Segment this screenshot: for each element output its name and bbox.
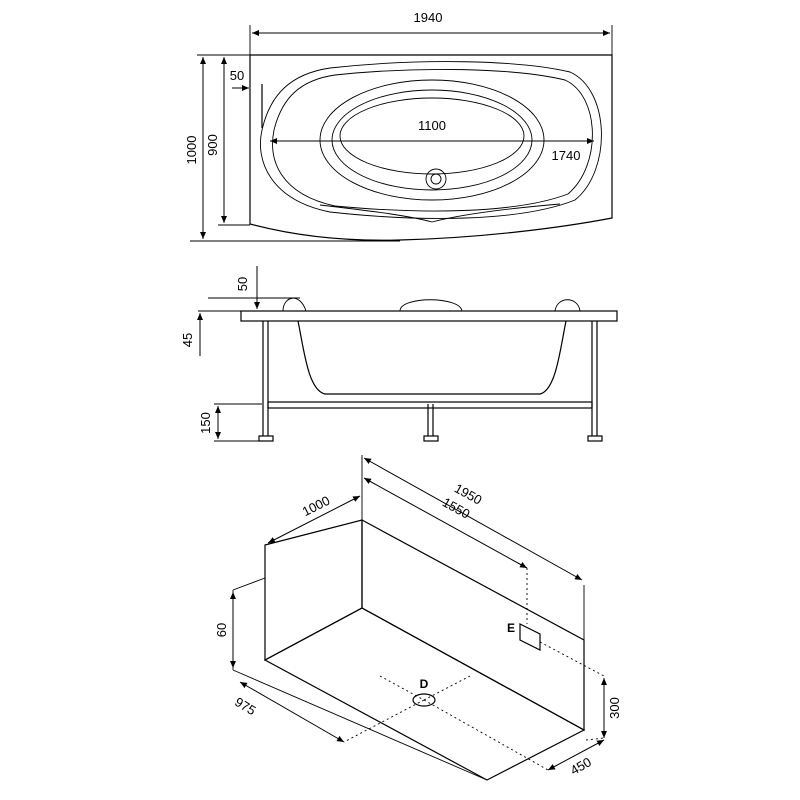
floor [263, 607, 586, 781]
rim-outer-contour [259, 61, 602, 219]
dim-inner-width: 900 [205, 134, 220, 156]
foot-center [423, 435, 439, 442]
electric-box-icon [519, 623, 541, 651]
label-electric: E [507, 621, 515, 635]
dim-rim-thickness: 50 [235, 277, 250, 291]
rim-plate [240, 310, 618, 322]
headrest-middle [399, 299, 463, 312]
tub-outline-top [249, 54, 613, 241]
dim-inner-length-short: 1100 [418, 118, 446, 133]
guide-dotted [585, 737, 605, 741]
headrest-left [282, 297, 307, 312]
left-wall [264, 519, 363, 662]
dim-total-length: 1940 [414, 10, 443, 25]
dim-line-975 [239, 681, 345, 743]
rim-inner-contour [272, 68, 593, 212]
dim-wall-height: 60 [214, 623, 229, 637]
basin-mid [331, 89, 533, 191]
drain-icon [425, 168, 447, 190]
guide-dotted [379, 675, 425, 701]
basin-side [297, 320, 567, 395]
dim-line-1000-iso [267, 495, 361, 544]
drain-outlet-icon [412, 693, 436, 707]
basin-bottom [339, 97, 525, 175]
dim-total-width: 1000 [184, 136, 199, 165]
dim-skirt-offset: 45 [180, 333, 195, 347]
drain-inner-icon [430, 173, 442, 185]
dim-leg-height: 150 [198, 412, 213, 434]
frame-bar [267, 401, 593, 409]
dim-rim-offset: 50 [230, 68, 244, 83]
top-view: 1940 1000 900 50 1100 1740 [184, 10, 613, 242]
guide-dotted [423, 675, 471, 701]
front-wave [319, 203, 561, 223]
foot-right [587, 435, 603, 442]
guide-dotted [539, 641, 605, 677]
wall-top-edge [232, 577, 266, 591]
back-wall [361, 518, 585, 732]
floor-front-edge [232, 669, 488, 781]
dim-drain-height: 300 [607, 697, 622, 719]
dim-line-450 [547, 739, 605, 771]
side-view: 50 45 150 [180, 266, 618, 442]
dim-line-1550 [363, 477, 528, 569]
dim-niche-depth: 1000 [300, 493, 333, 519]
iso-view: 1000 1950 1550 60 975 300 450 D E [214, 455, 622, 781]
dim-line-1950 [363, 457, 583, 581]
headrest-right [554, 299, 581, 312]
dim-floor-width: 975 [232, 694, 258, 718]
guide-dotted [423, 699, 549, 771]
guide-dotted [343, 699, 425, 743]
dim-inner-length-long: 1740 [552, 148, 581, 163]
label-drain: D [420, 677, 429, 691]
foot-left [258, 435, 274, 442]
